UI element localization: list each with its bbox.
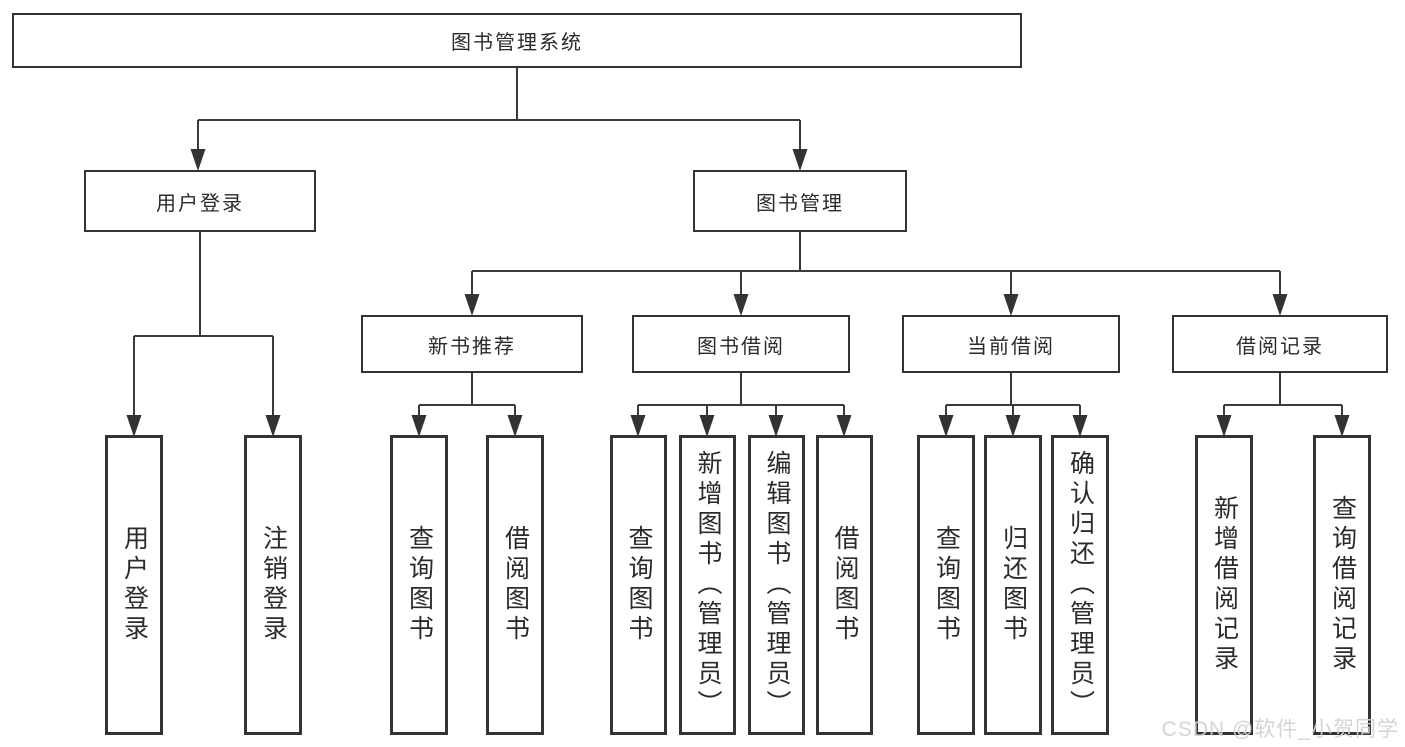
node-book-borrow-label: 图书借阅 xyxy=(697,335,785,358)
arrowhead-br-query xyxy=(1334,415,1350,437)
edge-borrow-records-branch xyxy=(1223,373,1343,416)
node-user-login-label: 用户登录 xyxy=(156,192,244,215)
arrowhead-book-mgmt xyxy=(792,149,808,171)
leaf-cb-confirm-return-admin-label: 确认归还（管理员） xyxy=(1066,450,1095,720)
leaf-bb-edit-books-admin: 编辑图书（管理员） xyxy=(748,435,805,735)
arrowhead-bb-edit xyxy=(768,415,784,437)
leaf-cb-query-books-label: 查询图书 xyxy=(932,525,961,645)
node-current-borrow-label: 当前借阅 xyxy=(967,335,1055,358)
arrowhead-new-book-rec xyxy=(464,294,480,316)
leaf-user-login: 用户登录 xyxy=(105,435,163,735)
arrowhead-current-borrow xyxy=(1003,294,1019,316)
arrowhead-cb-query xyxy=(938,415,954,437)
leaf-bb-add-books-admin: 新增图书（管理员） xyxy=(679,435,736,735)
leaf-cb-return-books: 归还图书 xyxy=(984,435,1042,735)
arrowhead-book-borrow xyxy=(733,294,749,316)
leaf-cb-return-books-label: 归还图书 xyxy=(999,525,1028,645)
leaf-rec-query-books-label: 查询图书 xyxy=(405,525,434,645)
arrowhead-borrow-records xyxy=(1272,294,1288,316)
node-book-borrow: 图书借阅 xyxy=(632,315,850,373)
edge-user-login-branch xyxy=(133,232,274,415)
leaf-rec-query-books: 查询图书 xyxy=(390,435,448,735)
leaf-bb-add-books-admin-label: 新增图书（管理员） xyxy=(694,450,722,720)
arrowhead-rec-borrow xyxy=(507,415,523,437)
arrowhead-bb-add xyxy=(699,415,715,437)
node-borrow-records-label: 借阅记录 xyxy=(1236,335,1324,358)
node-current-borrow: 当前借阅 xyxy=(902,315,1120,373)
arrowhead-user-login-leaf xyxy=(126,415,142,437)
node-library-system-label: 图书管理系统 xyxy=(451,32,583,54)
leaf-br-query-record-label: 查询借阅记录 xyxy=(1328,495,1357,675)
leaf-bb-borrow-books: 借阅图书 xyxy=(816,435,873,735)
arrowhead-br-add xyxy=(1216,415,1232,437)
arrowhead-cb-confirm xyxy=(1072,415,1088,437)
leaf-cb-confirm-return-admin: 确认归还（管理员） xyxy=(1051,435,1109,735)
leaf-br-add-record: 新增借阅记录 xyxy=(1195,435,1253,735)
node-new-book-recommend: 新书推荐 xyxy=(361,315,583,373)
leaf-bb-edit-books-admin-label: 编辑图书（管理员） xyxy=(763,450,791,720)
arrowhead-rec-query xyxy=(411,415,427,437)
edge-new-book-rec-branch xyxy=(418,373,516,416)
arrowhead-bb-query xyxy=(630,415,646,437)
leaf-bb-query-books: 查询图书 xyxy=(610,435,667,735)
leaf-logout-label: 注销登录 xyxy=(259,525,288,645)
arrowhead-cb-return xyxy=(1005,415,1021,437)
node-book-management: 图书管理 xyxy=(693,170,907,232)
arrowhead-user-login xyxy=(190,149,206,171)
leaf-logout: 注销登录 xyxy=(244,435,302,735)
leaf-br-add-record-label: 新增借阅记录 xyxy=(1210,495,1239,675)
node-new-book-recommend-label: 新书推荐 xyxy=(428,335,516,358)
arrowhead-logout-leaf xyxy=(265,415,281,437)
leaf-rec-borrow-books-label: 借阅图书 xyxy=(501,525,530,645)
leaf-br-query-record: 查询借阅记录 xyxy=(1313,435,1371,735)
edge-book-borrow-branch xyxy=(637,373,845,416)
edge-current-borrow-branch xyxy=(945,373,1081,416)
arrowhead-bb-borrow xyxy=(836,415,852,437)
leaf-user-login-label: 用户登录 xyxy=(120,525,149,645)
leaf-bb-query-books-label: 查询图书 xyxy=(625,525,653,645)
node-library-system: 图书管理系统 xyxy=(12,13,1022,68)
leaf-cb-query-books: 查询图书 xyxy=(917,435,975,735)
node-book-management-label: 图书管理 xyxy=(756,192,844,215)
leaf-rec-borrow-books: 借阅图书 xyxy=(486,435,544,735)
edge-root-branch xyxy=(197,68,801,150)
node-borrow-records: 借阅记录 xyxy=(1172,315,1388,373)
edge-book-mgmt-branch xyxy=(471,232,1281,295)
leaf-bb-borrow-books-label: 借阅图书 xyxy=(831,525,859,645)
node-user-login: 用户登录 xyxy=(84,170,316,232)
